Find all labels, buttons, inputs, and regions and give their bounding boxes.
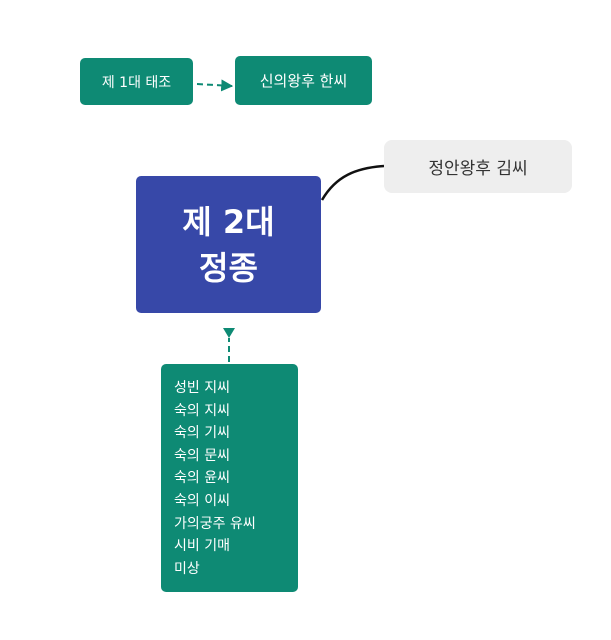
node-consorts[interactable]: 성빈 지씨 숙의 지씨 숙의 기씨 숙의 문씨 숙의 윤씨 숙의 이씨 가의궁주… — [161, 364, 298, 592]
node-taejo[interactable]: 제 1대 태조 — [80, 58, 193, 105]
consort-item: 성빈 지씨 — [174, 380, 230, 396]
node-jeongjong-line-2: 정종 — [199, 248, 258, 287]
node-sinui-label: 신의왕후 한씨 — [259, 72, 348, 90]
node-jeongjong[interactable]: 제 2대 정종 — [136, 176, 321, 313]
node-taejo-label: 제 1대 태조 — [101, 74, 172, 91]
consort-item: 숙의 이씨 — [174, 492, 230, 509]
consort-item: 미상 — [174, 560, 200, 577]
connector-taejo-to-sinui — [196, 79, 234, 92]
connector-jeongjong-to-jeongan — [320, 164, 385, 201]
consort-item: 숙의 문씨 — [174, 447, 230, 464]
consort-item: 숙의 지씨 — [174, 402, 230, 419]
arrow-head-consorts — [223, 328, 235, 338]
node-jeongan-label: 정안왕후 김씨 — [428, 159, 528, 179]
node-sinui-queen[interactable]: 신의왕후 한씨 — [235, 56, 372, 105]
consort-item: 숙의 윤씨 — [174, 470, 230, 487]
consort-item: 시비 기매 — [174, 538, 230, 555]
consort-item: 숙의 기씨 — [174, 425, 230, 442]
node-jeongjong-line-1: 제 2대 — [182, 202, 275, 241]
node-jeongan-queen[interactable]: 정안왕후 김씨 — [384, 140, 572, 193]
consort-item: 가의궁주 유씨 — [174, 515, 256, 532]
consort-list: 성빈 지씨 숙의 지씨 숙의 기씨 숙의 문씨 숙의 윤씨 숙의 이씨 가의궁주… — [174, 377, 256, 580]
